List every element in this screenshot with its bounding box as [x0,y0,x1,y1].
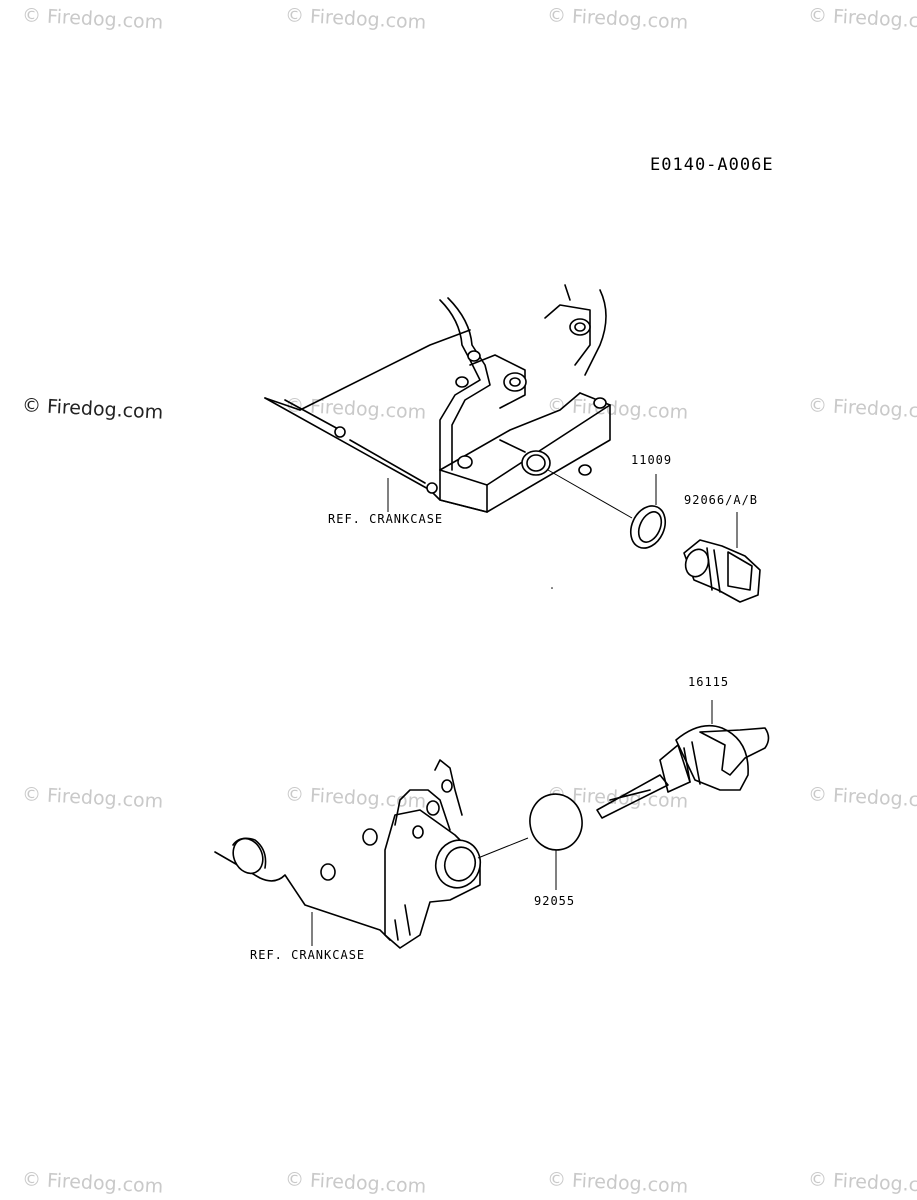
upper-crankcase-drawing [264,284,761,603]
ref-crankcase-lower: REF. CRANKCASE [250,948,366,962]
ref-crankcase-upper: REF. CRANKCASE [328,512,444,526]
diagram-code: E0140-A006E [650,155,774,175]
part-number-92055: 92055 [534,894,576,908]
part-number-92066: 92066/A/B [684,493,759,507]
part-number-11009: 11009 [631,453,673,467]
lower-crankcase-drawing [214,700,770,949]
part-number-16115: 16115 [688,675,730,689]
